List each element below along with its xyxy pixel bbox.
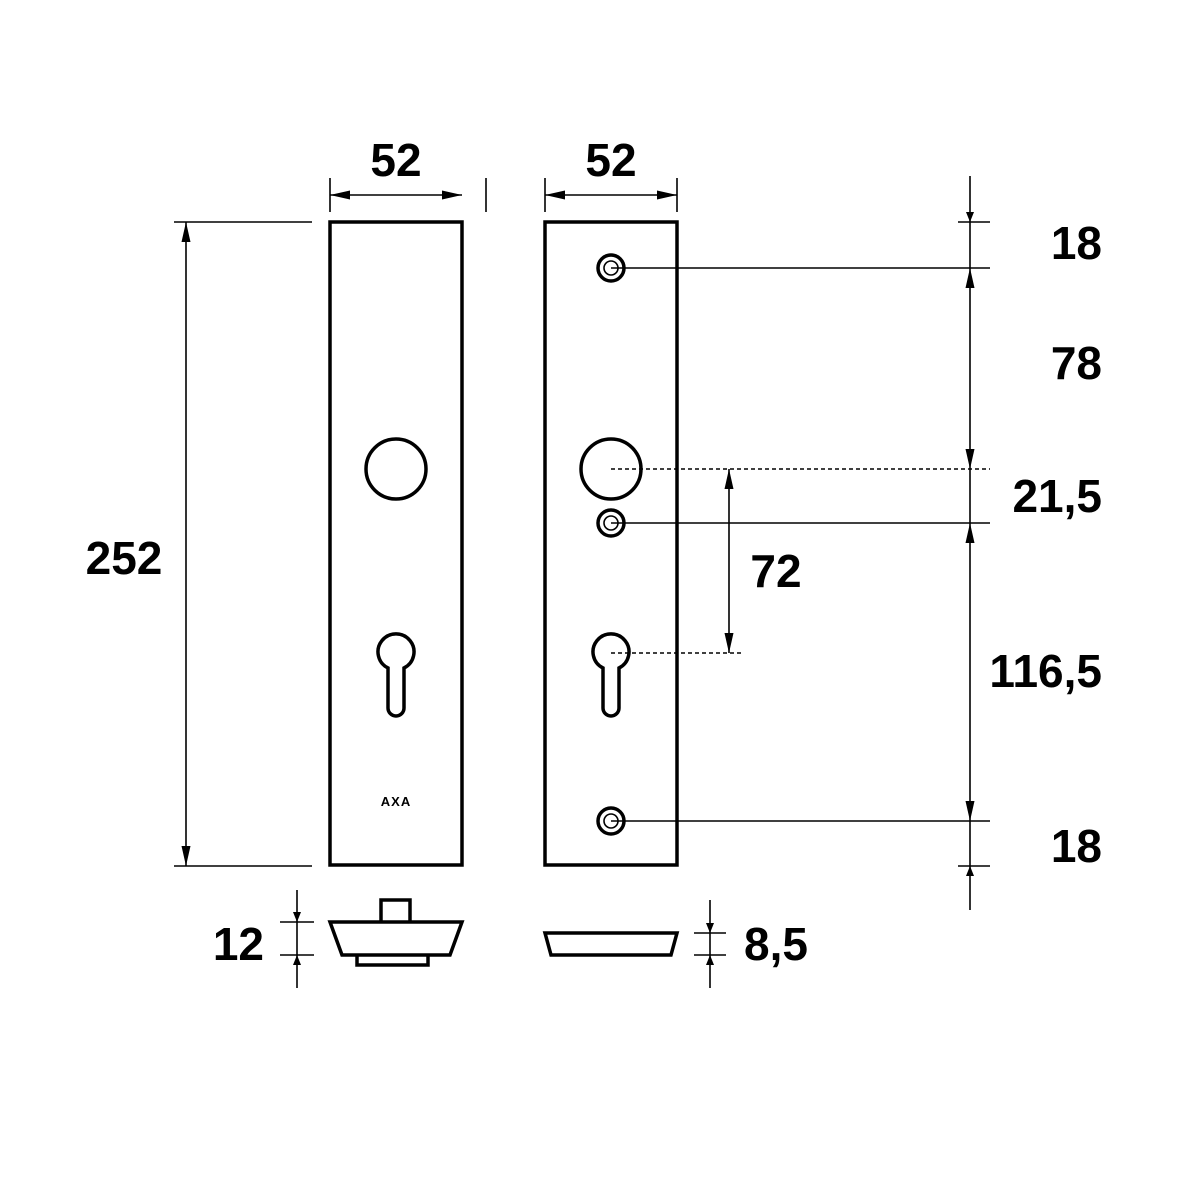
profile-left — [327, 898, 465, 967]
label-thickness-right: 8,5 — [744, 918, 808, 970]
label-handle-to-screw: 21,5 — [1012, 470, 1102, 522]
cylinder-hole-left — [376, 632, 416, 718]
label-handle-to-cylinder: 72 — [750, 545, 801, 597]
dimension-thickness-right: 8,5 — [694, 900, 808, 988]
dimension-width-right: 52 — [544, 134, 678, 212]
label-bottom-margin: 18 — [1051, 820, 1102, 872]
dimension-chain-right: 18 78 21,5 116,5 18 — [611, 176, 1102, 910]
right-plate — [543, 220, 679, 867]
left-plate: AXA — [328, 220, 464, 867]
handle-hole-left — [364, 437, 428, 501]
dimension-width-left: 52 — [329, 134, 487, 212]
dimension-thickness-left: 12 — [213, 890, 314, 988]
label-width-right: 52 — [585, 134, 636, 186]
brand-logo: AXA — [381, 794, 411, 809]
label-width-left: 52 — [370, 134, 421, 186]
label-hole-to-handle: 78 — [1051, 337, 1102, 389]
dimension-height-total: 252 — [86, 221, 312, 867]
label-top-margin: 18 — [1051, 217, 1102, 269]
cylinder-hole-right — [591, 632, 631, 718]
label-screw-to-bottom-screw: 116,5 — [989, 645, 1102, 697]
profile-right — [542, 931, 680, 957]
label-height-total: 252 — [86, 532, 163, 584]
label-thickness-left: 12 — [213, 918, 264, 970]
dimension-handle-to-cylinder: 72 — [611, 469, 802, 654]
